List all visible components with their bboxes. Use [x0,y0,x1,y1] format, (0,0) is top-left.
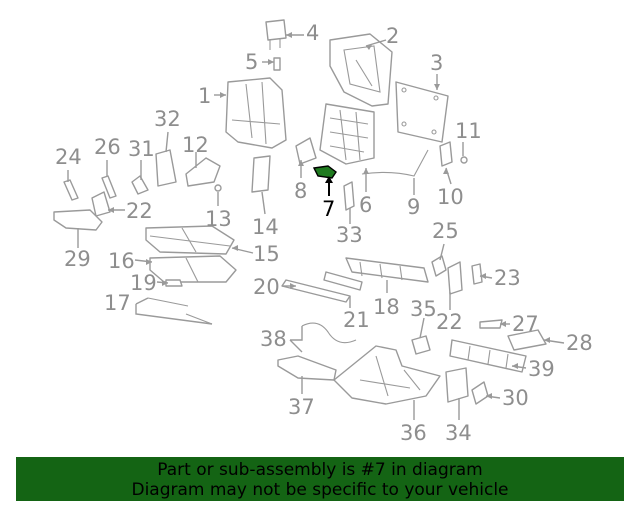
part-24 [63,179,79,201]
part-38-cable [301,322,357,344]
part-19-clip [165,279,183,287]
part-25 [431,255,447,277]
part-31 [131,175,149,195]
callout-4: 4 [306,21,319,45]
callout-18: 18 [373,295,400,319]
part-6-frame-mechanism [319,103,375,165]
callout-15: 15 [253,242,280,266]
callout-29: 29 [64,247,91,271]
callout-31: 31 [128,137,155,161]
arrowheads [108,32,550,399]
part-18-frame-bar [345,257,429,283]
part-16-cushion-pad [149,255,237,283]
callout-36: 36 [400,421,427,445]
callout-1: 1 [198,84,211,108]
part-15-cushion [145,225,235,255]
callout-30: 30 [502,386,529,410]
part-12-bracket [185,157,221,187]
callout-22-right: 22 [436,310,463,334]
part-14-panel [251,155,271,193]
callout-25: 25 [432,219,459,243]
callout-3: 3 [430,51,443,75]
part-22-trim-left [91,191,111,217]
callout-22-left: 22 [126,199,153,223]
part-11-clip [460,156,468,164]
banner-line-2: Diagram may not be specific to your vehi… [131,480,509,500]
part-5-guide [273,57,281,71]
callout-39: 39 [528,357,555,381]
part-4-headrest [265,19,287,50]
callout-17: 17 [104,291,131,315]
part-29-trim [53,209,103,231]
part-22-trim-right [447,261,463,295]
part-13-bolt [214,184,222,192]
part-8 [295,137,317,165]
callout-16: 16 [108,249,135,273]
callout-12: 12 [182,133,209,157]
part-7-highlighted [312,165,337,179]
part-39-bracket [449,339,527,373]
callout-37: 37 [288,395,315,419]
callout-32: 32 [154,107,181,131]
callout-26: 26 [94,135,121,159]
callout-21: 21 [343,308,370,332]
part-33 [343,181,355,211]
part-37-rail [277,355,337,381]
callout-33: 33 [336,223,363,247]
part-28 [507,329,547,351]
callout-14: 14 [252,215,279,239]
callout-20: 20 [253,275,280,299]
callout-11: 11 [455,119,482,143]
parts-diagram: 1 2 3 4 5 6 7 8 9 10 11 12 13 14 15 16 1… [53,19,593,445]
callout-7-highlighted: 7 [322,197,335,221]
notice-banner: Part or sub-assembly is #7 in diagram Di… [16,457,624,501]
part-1-seatback-cushion [225,77,287,149]
callout-38: 38 [260,327,287,351]
part-17-rod [147,297,213,325]
part-10 [439,141,453,167]
callout-9: 9 [407,195,420,219]
part-36-base-frame [333,345,441,405]
callout-5: 5 [245,50,258,74]
part-35 [411,335,431,355]
callout-6: 6 [359,193,372,217]
callout-13: 13 [205,207,232,231]
callout-24: 24 [55,145,82,169]
callout-35: 35 [410,297,437,321]
callout-10: 10 [437,185,464,209]
callout-27: 27 [512,312,539,336]
part-34 [445,367,469,403]
part-32 [155,149,177,187]
callout-labels: 1 2 3 4 5 6 7 8 9 10 11 12 13 14 15 16 1… [55,21,593,445]
part-30 [471,381,489,405]
part-3-back-panel [395,81,449,143]
part-26 [101,175,117,199]
part-21-bar [323,271,363,291]
callout-2: 2 [386,24,399,48]
callout-34: 34 [445,421,472,445]
part-27 [479,319,503,329]
part-2-seatback-frame [329,33,393,107]
callout-19: 19 [130,271,157,295]
part-20-bar [281,279,351,303]
callout-28: 28 [566,331,593,355]
callout-23: 23 [494,266,521,290]
part-23 [471,263,483,285]
banner-line-1: Part or sub-assembly is #7 in diagram [157,460,483,480]
callout-8: 8 [294,179,307,203]
